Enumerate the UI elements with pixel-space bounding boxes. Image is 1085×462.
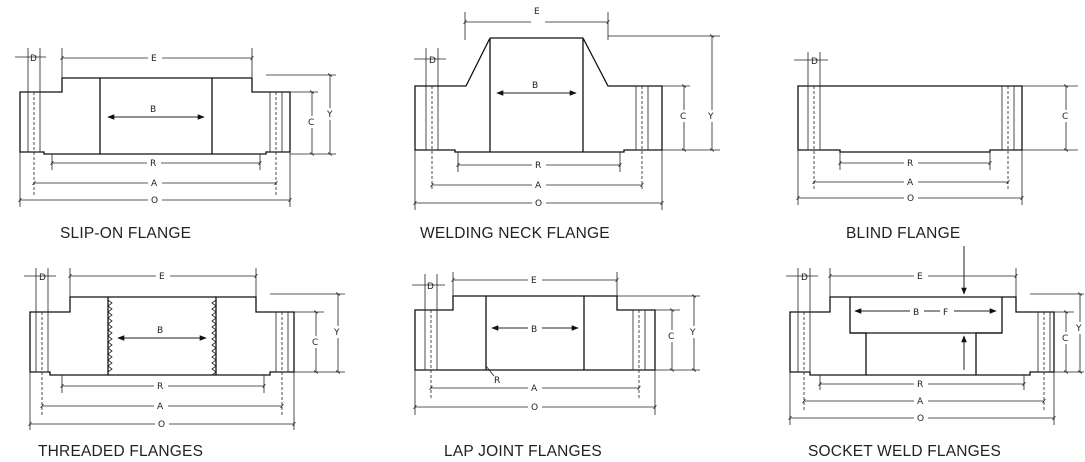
slip-on-label-r: R: [150, 159, 156, 169]
blind-label-r: R: [907, 159, 913, 169]
socket-weld-label-r: R: [917, 380, 923, 390]
blind-label-o: O: [907, 194, 914, 204]
welding-neck-label-y: Y: [707, 112, 714, 122]
lap-joint-label-e: E: [531, 276, 537, 286]
welding-neck-label-b: B: [532, 81, 538, 91]
welding-neck-label-c: C: [680, 112, 686, 122]
welding-neck-flange: B E D C Y R A O WE: [413, 7, 720, 242]
welding-neck-label-a: A: [535, 181, 542, 191]
welding-neck-label-e: E: [534, 7, 540, 17]
threaded-label-b: B: [157, 326, 163, 336]
welding-neck-label-o: O: [535, 199, 542, 209]
welding-neck-label-r: R: [535, 161, 541, 171]
threaded-label-d: D: [39, 273, 46, 283]
blind-label-d: D: [811, 57, 818, 67]
socket-weld-flange: B F E D C Y R A: [786, 246, 1084, 460]
lap-joint-label-a: A: [531, 384, 538, 394]
slip-on-label-o: O: [151, 196, 158, 206]
blind-flange: D C R A O BLIND FLANGE: [794, 52, 1078, 242]
slip-on-flange: B E D C Y R A O SL: [15, 48, 337, 242]
threaded-flange: B E D C Y R A O TH: [24, 268, 345, 460]
lap-joint-label-o: O: [531, 403, 538, 413]
socket-weld-label-o: O: [917, 414, 924, 424]
threaded-label-o: O: [158, 420, 165, 430]
lap-joint-title: LAP JOINT FLANGES: [444, 443, 602, 460]
threaded-label-a: A: [157, 402, 164, 412]
socket-weld-label-e: E: [917, 272, 923, 282]
lap-joint-label-d: D: [427, 282, 434, 292]
blind-label-c: C: [1062, 112, 1068, 122]
threaded-label-e: E: [159, 272, 165, 282]
lap-joint-label-c: C: [668, 332, 674, 342]
slip-on-label-b: B: [150, 105, 156, 115]
socket-weld-label-a: A: [917, 397, 924, 407]
socket-weld-label-c: C: [1062, 334, 1068, 344]
slip-on-label-d: D: [30, 54, 37, 64]
welding-neck-label-d: D: [429, 56, 436, 66]
slip-on-title: SLIP-ON FLANGE: [60, 225, 191, 242]
threaded-label-c: C: [312, 338, 318, 348]
slip-on-label-c: C: [308, 118, 314, 128]
threaded-title: THREADED FLANGES: [38, 443, 203, 460]
slip-on-label-a: A: [151, 179, 158, 189]
socket-weld-label-d: D: [801, 273, 808, 283]
welding-neck-title: WELDING NECK FLANGE: [420, 225, 610, 242]
socket-weld-label-f: F: [943, 308, 948, 318]
slip-on-label-y: Y: [326, 110, 333, 120]
slip-on-label-e: E: [151, 54, 157, 64]
threaded-label-y: Y: [333, 328, 340, 338]
lap-joint-label-b: B: [531, 325, 537, 335]
socket-weld-label-b: B: [913, 308, 919, 318]
socket-weld-label-y: Y: [1075, 324, 1082, 334]
blind-label-a: A: [907, 178, 914, 188]
lap-joint-label-y: Y: [689, 328, 696, 338]
threaded-label-r: R: [157, 382, 163, 392]
blind-title: BLIND FLANGE: [846, 225, 960, 242]
socket-weld-title: SOCKET WELD FLANGES: [808, 443, 1001, 460]
lap-joint-label-r: R: [494, 376, 500, 386]
lap-joint-flange: B E D C Y R A O LAP JOINT FLANGES: [412, 272, 700, 460]
